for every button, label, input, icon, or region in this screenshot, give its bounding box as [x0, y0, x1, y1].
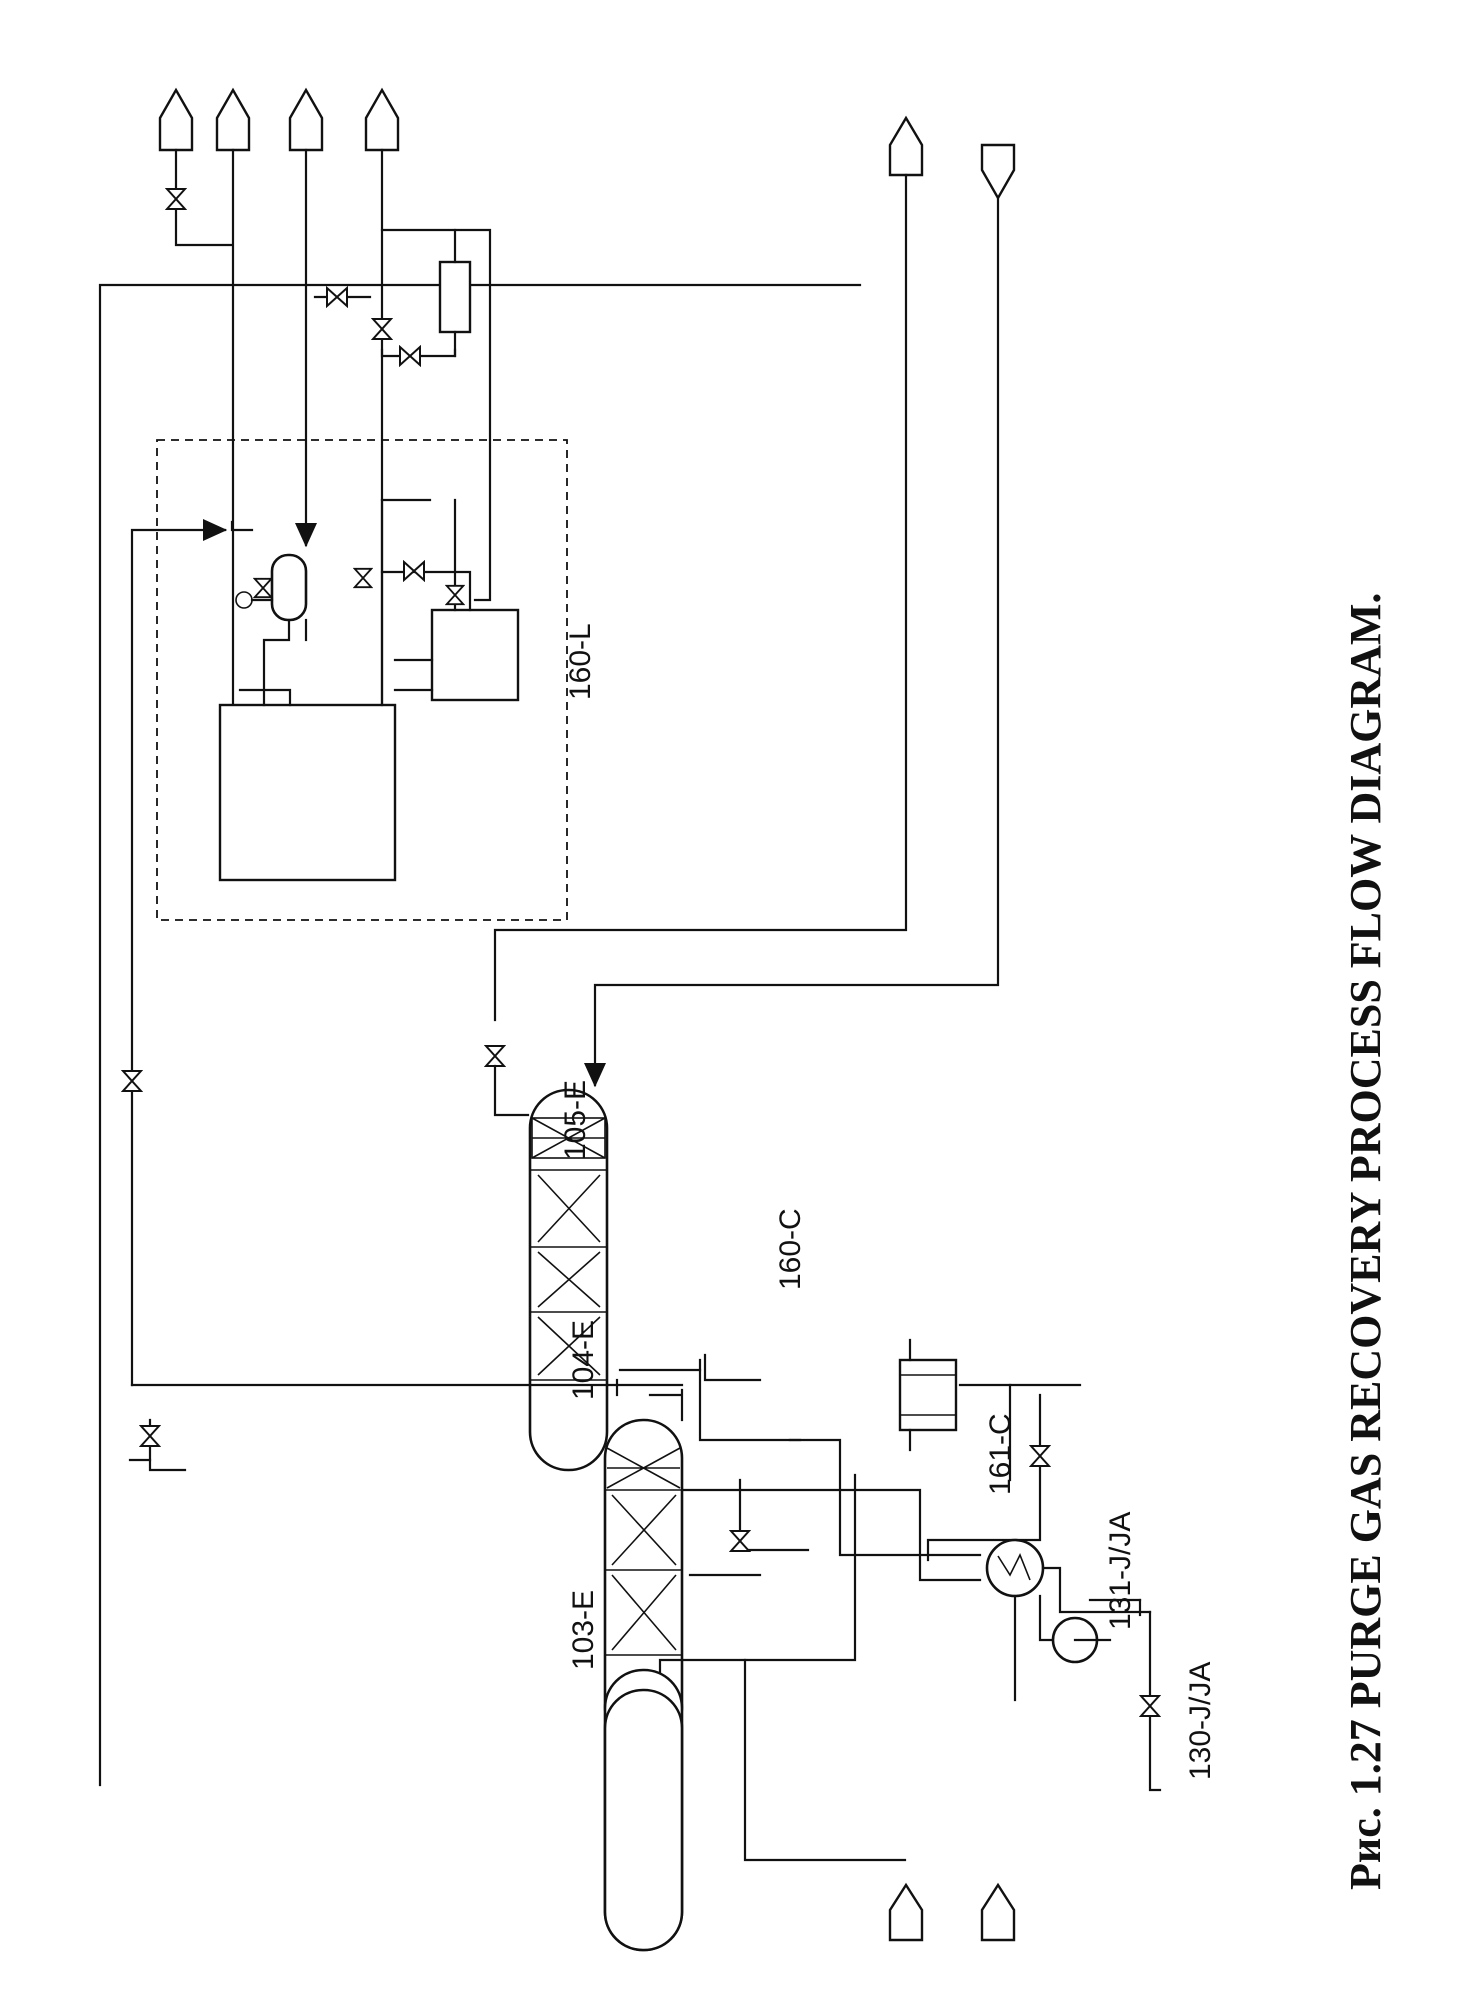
valve-icon — [139, 1424, 161, 1448]
valve-icon — [165, 187, 187, 211]
label-104-e: 104-E — [567, 1320, 600, 1400]
valve-icon — [253, 577, 273, 599]
label-105-e: 105-E — [559, 1080, 592, 1160]
valve-icon — [1029, 1444, 1051, 1468]
vessel-160-c — [528, 1088, 609, 1472]
valve-icon — [398, 345, 422, 367]
outlet-arrow-4 — [364, 87, 400, 152]
inlet-arrow-purge-gas — [888, 1882, 924, 1942]
outlet-arrow-1 — [158, 87, 194, 152]
vessel-103-e-body — [603, 1688, 684, 1952]
valve-icon — [121, 1069, 143, 1093]
valve-icon — [402, 560, 426, 582]
label-103-e: 103-E — [567, 1590, 600, 1670]
valve-icon — [1139, 1694, 1161, 1718]
figure-caption: Рис. 1.27 PURGE GAS RECOVERY PROCESS FLO… — [1341, 593, 1390, 1890]
valve-icon — [353, 567, 373, 589]
heat-exchanger-icon — [985, 1538, 1045, 1598]
outlet-arrow-tail-gas — [888, 115, 924, 177]
package-160-l-boundary — [156, 439, 568, 921]
label-130-j: 130-J/JA — [1184, 1662, 1217, 1780]
valve-icon — [325, 286, 349, 308]
inlet-arrow-feed-2 — [980, 1882, 1016, 1942]
valve-icon — [371, 317, 393, 341]
label-160-c: 160-C — [774, 1208, 807, 1290]
vessel-104-e — [603, 1418, 684, 1747]
separator-drum — [270, 553, 308, 622]
package-unit-aux — [430, 608, 520, 702]
product-outlets — [158, 87, 400, 152]
level-controller-icon — [235, 591, 253, 609]
label-131-j: 131-J/JA — [1104, 1512, 1137, 1630]
filter-element — [438, 260, 472, 334]
inlet-arrow-feed — [980, 143, 1016, 201]
valve-icon — [445, 584, 465, 606]
valve-icon — [729, 1529, 751, 1553]
cooler-unit — [898, 1358, 958, 1432]
label-161-c: 161-C — [984, 1413, 1017, 1495]
label-160-l: 160-L — [564, 623, 597, 700]
outlet-arrow-3 — [288, 87, 324, 152]
package-unit-main — [218, 703, 397, 882]
valve-icon — [484, 1044, 506, 1068]
outlet-arrow-2 — [215, 87, 251, 152]
